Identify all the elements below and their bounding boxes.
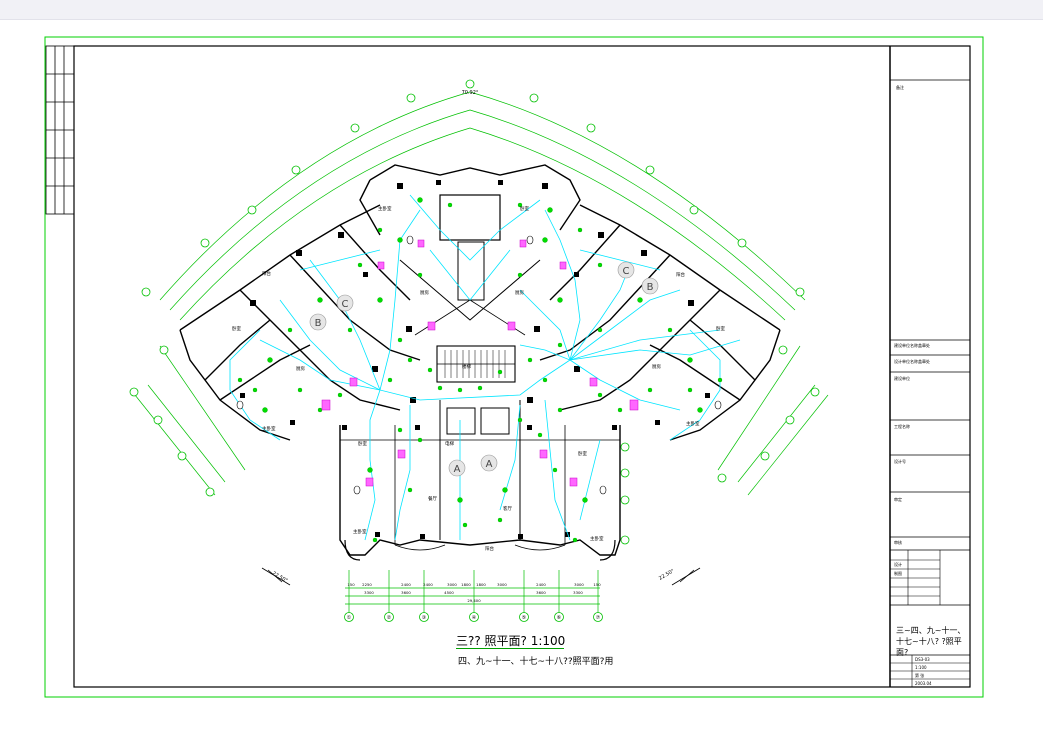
drawing-sheet: 22.50° 22.50° bbox=[0, 20, 1043, 734]
tb-row-label: 建设单位名称盖章处 bbox=[894, 343, 930, 348]
dim-value: 2400 bbox=[423, 582, 433, 587]
room-label: 阳台 bbox=[485, 545, 494, 552]
unit-markers bbox=[309, 261, 659, 477]
room-label: 卧室 bbox=[578, 450, 587, 457]
bottom-axis-labels: ① ② ③ ④ ⑤ ⑥ ⑦ bbox=[347, 615, 601, 621]
room-label: 餐厅 bbox=[428, 495, 437, 502]
lighting-fixtures bbox=[237, 197, 723, 543]
tb-row-label: 设计单位名称盖章处 bbox=[894, 359, 930, 364]
dim-value: 3600 bbox=[536, 590, 546, 595]
room-label: 主卧室 bbox=[590, 535, 604, 542]
room-label: 卧室 bbox=[358, 440, 367, 447]
unit-label-b1: B bbox=[315, 318, 322, 329]
dim-value: 2400 bbox=[536, 582, 546, 587]
dim-value: 4500 bbox=[444, 590, 454, 595]
corner-dim-left: 22.50° bbox=[271, 571, 289, 585]
drawing-title: 三?? 照平面? 1:100 bbox=[456, 634, 566, 648]
title-block bbox=[889, 46, 970, 687]
dim-value: 3000 bbox=[447, 582, 457, 587]
room-label: 电梯 bbox=[445, 440, 454, 447]
floor-plan: A A B B C C 卧室 卧室 客厅 餐厅 阳台 主卧室 主卧室 主卧室 卧… bbox=[129, 79, 829, 622]
axis-label-4: ④ bbox=[472, 615, 477, 621]
wiring-runs bbox=[229, 194, 741, 541]
axis-bubbles bbox=[129, 79, 820, 545]
dim-value: 1800 bbox=[461, 582, 471, 587]
room-label: 厨房 bbox=[420, 289, 429, 296]
tb-notes-label: 备注 bbox=[896, 85, 904, 90]
dim-value: 3300 bbox=[364, 590, 374, 595]
tb-row-label: 审核 bbox=[894, 540, 902, 545]
room-label: 卧室 bbox=[716, 325, 725, 332]
left-binding-strip bbox=[45, 45, 75, 215]
room-label: 楼梯 bbox=[462, 363, 471, 370]
unit-label-c1: C bbox=[342, 299, 349, 310]
dim-total: 29,400 bbox=[467, 598, 481, 603]
drawing-subtitle: 四、九~十一、十七~十八??照平面?用 bbox=[458, 657, 614, 667]
room-label: 主卧室 bbox=[353, 528, 367, 535]
room-label: 主卧室 bbox=[686, 420, 700, 427]
axis-label-7: ⑦ bbox=[596, 615, 601, 621]
axis-label-5: ⑤ bbox=[522, 615, 526, 621]
room-label: 主卧室 bbox=[378, 205, 392, 212]
tb-sheet: 第 张 bbox=[915, 673, 925, 678]
top-angle-label: 70.92° bbox=[462, 90, 479, 96]
dim-value: 150 bbox=[347, 582, 355, 587]
room-labels: 卧室 卧室 客厅 餐厅 阳台 主卧室 主卧室 主卧室 卧室 阳台 阳台 卧室 卧… bbox=[232, 205, 725, 552]
room-label: 主卧室 bbox=[262, 425, 276, 432]
tb-scale: 1:100 bbox=[915, 665, 927, 670]
unit-label-b2: B bbox=[647, 282, 654, 293]
dim-value: 150 bbox=[593, 582, 601, 587]
tb-row-label: 工程名称 bbox=[894, 424, 910, 429]
unit-label-a1: A bbox=[454, 464, 461, 475]
top-dimension-arcs bbox=[159, 91, 806, 321]
cad-drawing-canvas: 22.50° 22.50° bbox=[44, 36, 984, 698]
axis-label-1: ① bbox=[347, 615, 352, 621]
dim-value: 3600 bbox=[401, 590, 411, 595]
room-label: 卧室 bbox=[232, 325, 241, 332]
inner-frame bbox=[73, 45, 971, 688]
bottom-dimension-lines bbox=[345, 570, 600, 614]
dim-value: 3300 bbox=[573, 590, 583, 595]
room-label: 阳台 bbox=[676, 271, 685, 278]
dim-value: 3000 bbox=[574, 582, 584, 587]
axis-label-3: ③ bbox=[422, 615, 426, 621]
unit-label-c2: C bbox=[623, 266, 630, 277]
side-dimension-chains bbox=[134, 345, 829, 496]
stair-treads bbox=[437, 350, 515, 378]
room-label: 厨房 bbox=[296, 365, 305, 372]
dim-value: 1800 bbox=[476, 582, 486, 587]
room-label: 客厅 bbox=[503, 505, 512, 512]
plumbing-outlines bbox=[236, 235, 722, 495]
dim-value: 3000 bbox=[497, 582, 507, 587]
tb-drawing-number: DS3-03 bbox=[915, 657, 930, 662]
axis-label-6: ⑥ bbox=[557, 615, 562, 621]
tb-drawing-title: 三~四、九~十一、十七~十八? ?照平面? bbox=[896, 626, 966, 657]
axis-label-2: ② bbox=[387, 615, 392, 621]
drawing-title-underline bbox=[456, 648, 564, 649]
bottom-dim-values: 150 2250 2400 2400 3000 1800 1800 3000 2… bbox=[347, 582, 601, 603]
tb-row-label: 设计 bbox=[894, 562, 902, 567]
tb-row-label: 设计号 bbox=[894, 459, 906, 464]
unit-label-a2: A bbox=[486, 459, 493, 470]
sanitary-fixtures bbox=[321, 239, 639, 487]
tb-row-label: 审定 bbox=[894, 497, 902, 502]
viewer-toolbar bbox=[0, 0, 1043, 20]
outer-frame bbox=[44, 36, 984, 698]
room-label: 厨房 bbox=[652, 363, 661, 370]
corner-dim-right: 22.50° bbox=[658, 568, 676, 582]
dim-value: 2400 bbox=[401, 582, 411, 587]
room-label: 卧室 bbox=[520, 205, 529, 212]
columns bbox=[240, 180, 710, 539]
tb-date: 2003.04 bbox=[915, 681, 932, 686]
corner-dimension-marks bbox=[261, 567, 701, 586]
room-label: 阳台 bbox=[262, 270, 271, 277]
tb-row-label: 建设单位 bbox=[894, 376, 910, 381]
dim-value: 2250 bbox=[362, 582, 372, 587]
tb-row-label: 制图 bbox=[894, 571, 902, 576]
room-label: 厨房 bbox=[515, 289, 524, 296]
bottom-axis-bubbles bbox=[344, 612, 603, 622]
